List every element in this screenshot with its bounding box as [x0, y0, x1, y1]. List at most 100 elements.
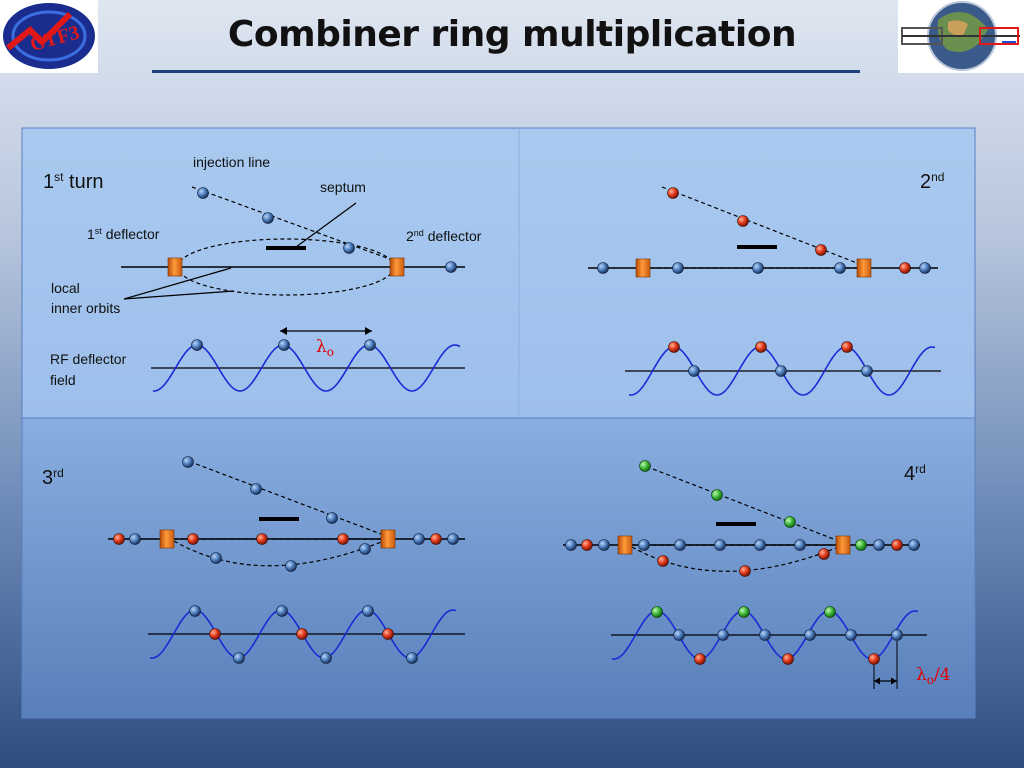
bunch-blue [406, 652, 418, 664]
turn-label-3rd: 3rd [42, 466, 64, 489]
bunch-blue [326, 512, 338, 524]
bunch-red [113, 533, 125, 545]
turn-label-2nd: 2nd [920, 170, 944, 193]
septum-label: septum [320, 179, 366, 195]
second-deflector [380, 529, 396, 549]
inner-orbit [173, 540, 382, 567]
bunch-red [782, 653, 794, 665]
title-underline [152, 70, 860, 73]
bunch-blue [845, 629, 857, 641]
septum-bar [259, 517, 299, 521]
bunch-blue [447, 533, 459, 545]
injection-line [639, 463, 837, 541]
bunch-red [841, 341, 853, 353]
second-deflector [835, 535, 851, 555]
bunch-red [868, 653, 880, 665]
bunch-blue [891, 629, 903, 641]
bunch-blue [717, 629, 729, 641]
bunch-red [891, 539, 903, 551]
inner-orbit-pointer [123, 267, 232, 300]
second-deflector-label: 2nd deflector [406, 228, 482, 244]
bunch-blue [182, 456, 194, 468]
bunch-blue [638, 539, 650, 551]
rf-wave [152, 344, 461, 392]
second-deflector [389, 257, 405, 277]
bunch-blue [197, 187, 209, 199]
bunch-red [737, 215, 749, 227]
bunch-green [651, 606, 663, 618]
bunch-blue [794, 539, 806, 551]
first-deflector [617, 535, 633, 555]
bunch-red [899, 262, 911, 274]
ctf3-logo: CTF3 [0, 0, 98, 73]
bunch-blue [752, 262, 764, 274]
bunch-blue [908, 539, 920, 551]
turn-label-1st: 1st turn [43, 170, 104, 193]
panel-4th-turn: 4rd λo/4 [563, 460, 951, 689]
bunch-blue [359, 543, 371, 555]
bunch-blue [285, 560, 297, 572]
inner-orbit-pointer [123, 290, 235, 300]
bunch-red [430, 533, 442, 545]
second-deflector [856, 258, 872, 278]
bunch-blue [775, 365, 787, 377]
bunch-red [187, 533, 199, 545]
first-deflector [159, 529, 175, 549]
turn-label-4th: 4rd [904, 462, 926, 485]
bunch-blue [362, 605, 374, 617]
bunch-red [815, 244, 827, 256]
septum-bar [716, 522, 756, 526]
septum-bar [737, 245, 777, 249]
bunch-blue [343, 242, 355, 254]
panel-3rd-turn: 3rd [42, 456, 465, 664]
quarter-lambda-label: λo/4 [916, 665, 951, 687]
injection-line [182, 458, 382, 535]
bunch-red [209, 628, 221, 640]
bunch-blue [189, 605, 201, 617]
bunch-green [824, 606, 836, 618]
first-deflector [635, 258, 651, 278]
rf-deflector-label: RF deflector [50, 351, 127, 367]
bunch-blue [445, 261, 457, 273]
bunch-blue [210, 552, 222, 564]
bunch-blue [413, 533, 425, 545]
bunch-blue [674, 539, 686, 551]
bunch-blue [191, 339, 203, 351]
bunch-red [382, 628, 394, 640]
inner-orbits-label: inner orbits [51, 300, 120, 316]
septum-bar [266, 246, 306, 250]
bunch-green [711, 489, 723, 501]
bunch-blue [129, 533, 141, 545]
bunch-green [639, 460, 651, 472]
bunch-blue [320, 652, 332, 664]
bunch-red [337, 533, 349, 545]
bunch-blue [276, 605, 288, 617]
bunch-blue [754, 539, 766, 551]
bunch-red [581, 539, 593, 551]
ctf3-logo-graphic: CTF3 [3, 3, 95, 69]
first-deflector-label: 1st deflector [87, 226, 160, 242]
bunch-blue [364, 339, 376, 351]
bunch-blue [759, 629, 771, 641]
bunch-blue [919, 262, 931, 274]
local-label: local [51, 280, 80, 296]
septum-pointer [295, 202, 357, 248]
bunch-red [668, 341, 680, 353]
clic-globe-logo [898, 0, 1024, 73]
bunch-blue [672, 262, 684, 274]
bunch-red [657, 555, 669, 567]
bunch-blue [565, 539, 577, 551]
bunch-blue [873, 539, 885, 551]
injection-line-label: injection line [193, 154, 270, 170]
bunch-blue [688, 365, 700, 377]
bunch-blue [714, 539, 726, 551]
bunch-blue [262, 212, 274, 224]
field-label: field [50, 372, 76, 388]
bunch-green [855, 539, 867, 551]
bunch-green [738, 606, 750, 618]
bunch-blue [804, 629, 816, 641]
lambda-label: λo [316, 337, 334, 359]
inner-orbit [631, 546, 837, 572]
bunch-green [784, 516, 796, 528]
